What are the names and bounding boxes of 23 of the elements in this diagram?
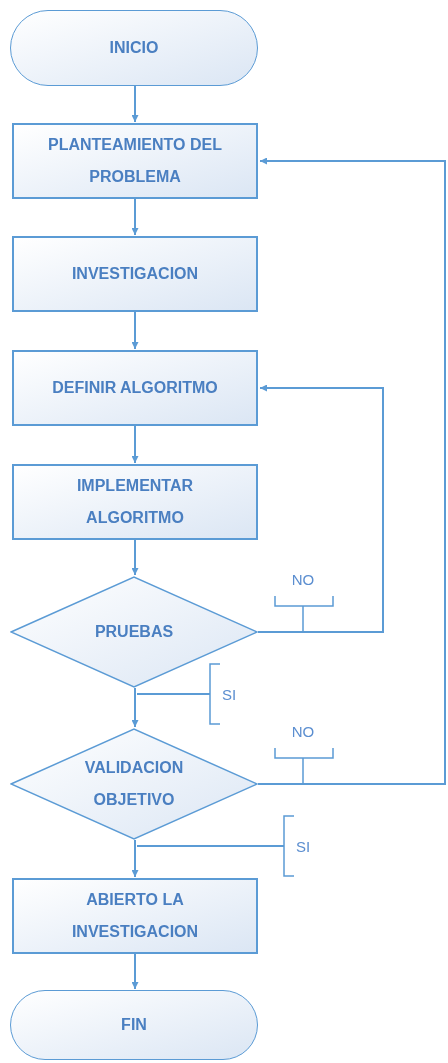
edge-label: SI — [222, 686, 237, 702]
terminal-shape: INICIO — [10, 10, 258, 86]
edge-label: NO — [291, 572, 315, 587]
arrow — [131, 85, 139, 123]
process-box: ABIERTO LA INVESTIGACION — [12, 878, 258, 954]
terminal-shape: FIN — [10, 990, 258, 1060]
decision-diamond: VALIDACION OBJETIVO — [10, 728, 258, 840]
arrow — [131, 539, 139, 576]
edge-label: SI — [296, 838, 311, 854]
arrow — [131, 953, 139, 990]
arrow — [131, 198, 139, 236]
edge-label: NO — [291, 724, 315, 739]
arrow — [131, 687, 211, 728]
process-box: PLANTEAMIENTO DEL PROBLEMA — [12, 123, 258, 199]
process-box: IMPLEMENTAR ALGORITMO — [12, 464, 258, 540]
arrow — [131, 311, 139, 350]
arrow — [131, 839, 285, 878]
decision-diamond: PRUEBAS — [10, 576, 258, 688]
arrow — [131, 425, 139, 464]
process-box: INVESTIGACION — [12, 236, 258, 312]
process-box: DEFINIR ALGORITMO — [12, 350, 258, 426]
arrow — [257, 157, 446, 785]
arrow — [257, 384, 384, 633]
